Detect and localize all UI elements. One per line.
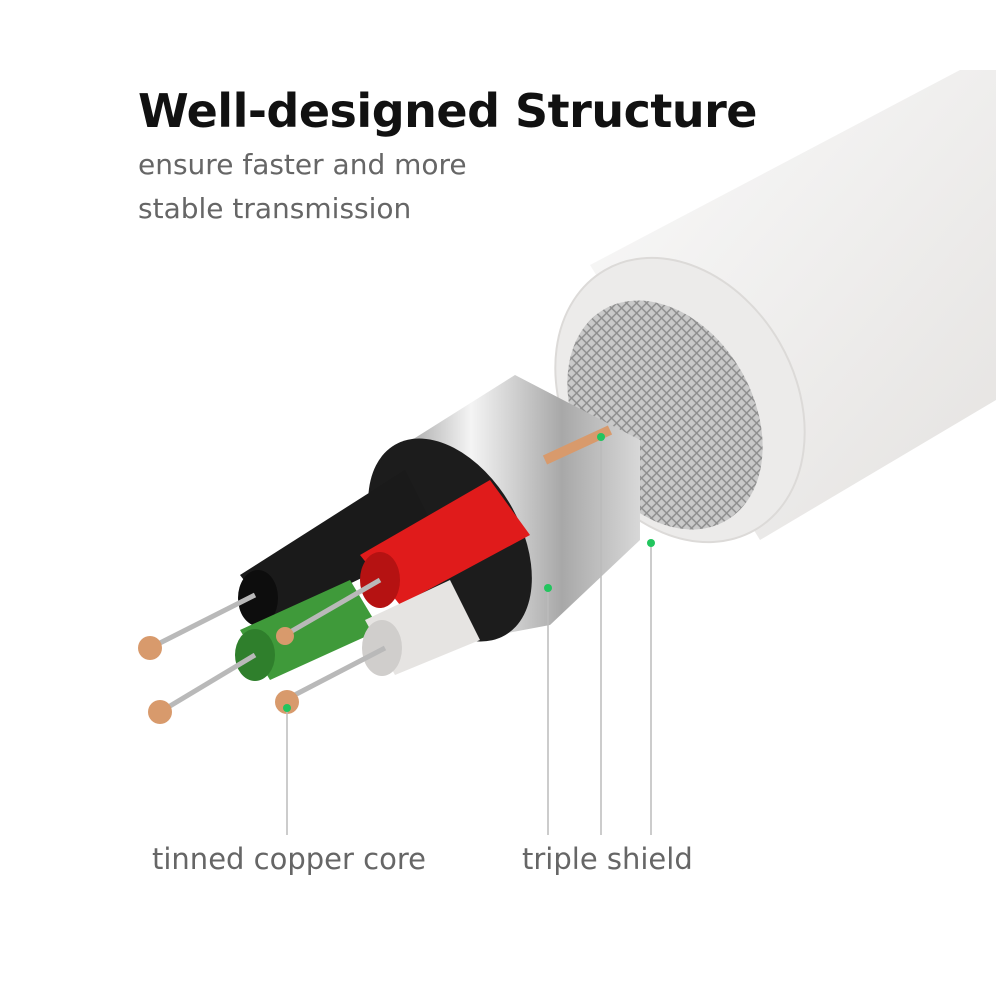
subtitle-line-2: stable transmission <box>138 192 412 225</box>
core-label: tinned copper core <box>152 842 426 876</box>
callout-lines <box>286 437 652 835</box>
inner-wires <box>138 425 613 724</box>
callout-markers <box>283 433 655 712</box>
page-title: Well-designed Structure <box>138 84 757 138</box>
shield-label: triple shield <box>522 842 693 876</box>
subtitle-line-1: ensure faster and more <box>138 148 467 181</box>
